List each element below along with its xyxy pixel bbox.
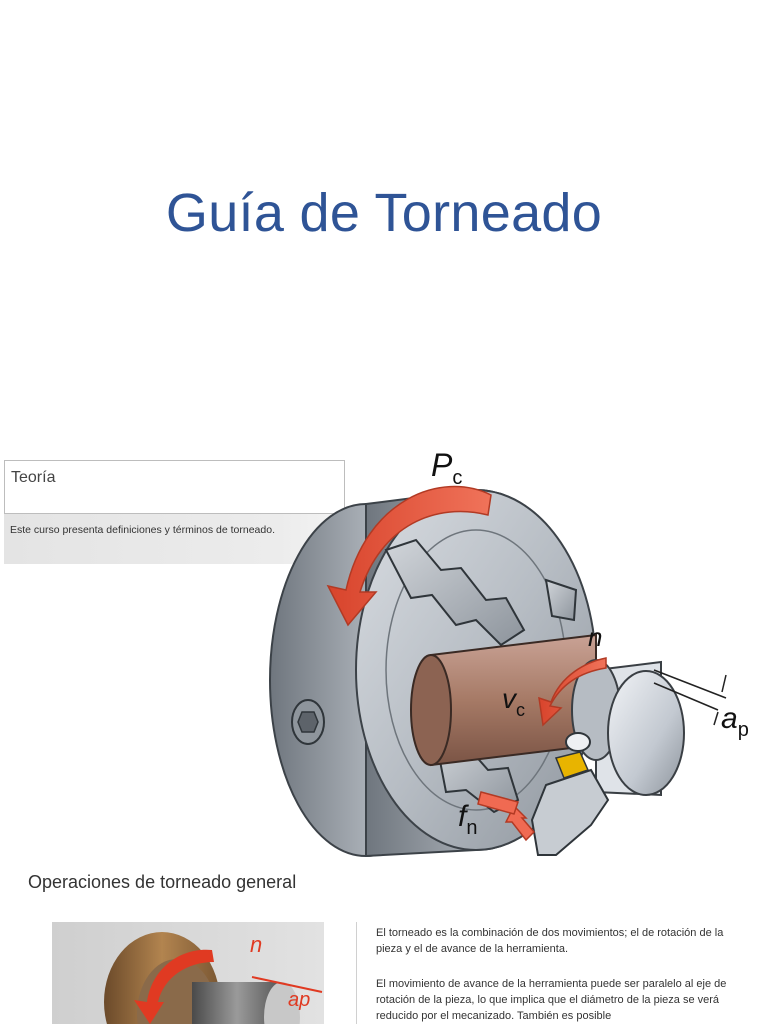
label-vc: vc xyxy=(502,683,525,720)
label-n: n xyxy=(588,622,602,652)
theory-heading: Teoría xyxy=(11,469,56,486)
theory-description-box: Este curso presenta definiciones y térmi… xyxy=(4,514,347,564)
feed-arrow-shaft xyxy=(477,791,519,815)
small-label-ap: ap xyxy=(288,989,310,1011)
ap-dimension xyxy=(653,669,727,726)
workpiece xyxy=(410,633,685,797)
section-title: Operaciones de torneado general xyxy=(28,872,297,892)
cutting-tool xyxy=(530,732,610,856)
general-turning-image: n ap xyxy=(52,922,324,1024)
general-turning-illustration: n ap xyxy=(52,922,324,1024)
chuck-key-hole xyxy=(291,699,325,745)
theory-heading-box: Teoría xyxy=(4,460,345,514)
column-divider xyxy=(356,922,357,1024)
label-fn: fn xyxy=(458,800,477,839)
small-label-n: n xyxy=(250,932,262,957)
paragraph-1: El torneado es la combinación de dos mov… xyxy=(376,927,724,955)
label-ap: ap xyxy=(721,702,749,741)
turning-diagram: Pc n vc ap fn xyxy=(269,447,749,858)
label-pc: Pc xyxy=(431,447,462,489)
theory-description: Este curso presenta definiciones y térmi… xyxy=(10,524,275,536)
pc-rotation-arrow xyxy=(326,485,492,627)
n-rotation-arrow xyxy=(538,657,607,727)
paragraph-2: El movimiento de avance de la herramient… xyxy=(376,978,727,1022)
page-title: Guía de Torneado xyxy=(165,183,603,243)
